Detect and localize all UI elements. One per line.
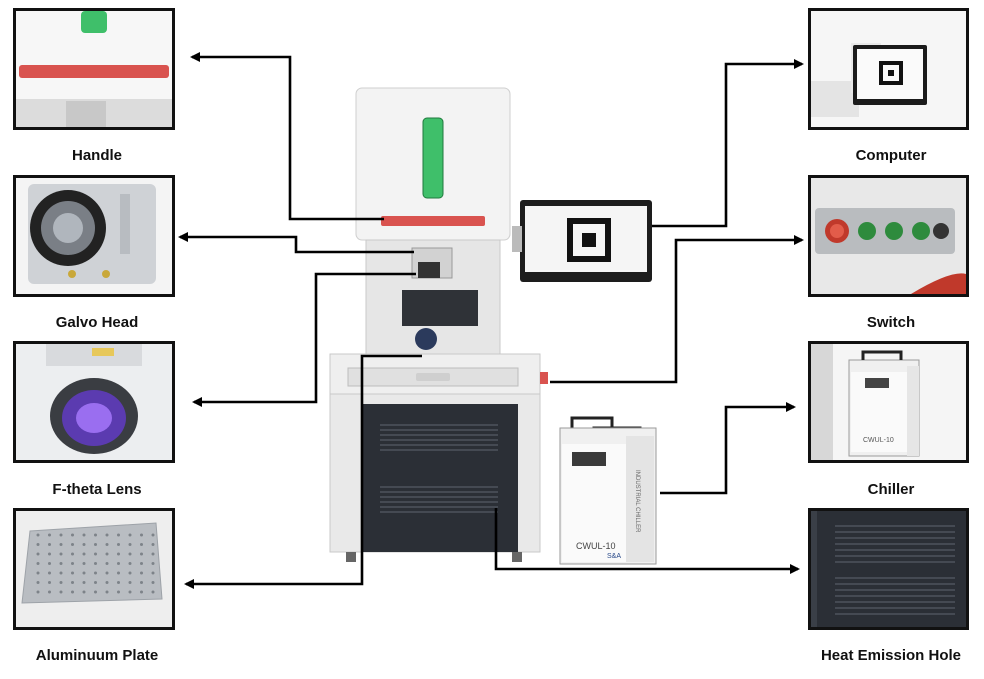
aluminum-plate-photo	[13, 508, 175, 630]
f-theta-lens-photo	[13, 341, 175, 463]
chiller-label: Chiller	[867, 481, 915, 498]
chiller-model-text: CWUL-10	[863, 437, 894, 444]
heat-emission-hole-photo	[808, 508, 969, 630]
chiller-unit: CWUL-10 S&A INDUSTRIAL CHILLER	[559, 416, 657, 565]
arrow-f-theta-lens	[192, 272, 416, 407]
galvo-head-label: Galvo Head	[55, 314, 139, 331]
aluminum-plate-label: Aluminuum Plate	[35, 647, 159, 664]
arrow-computer	[652, 59, 804, 228]
arrow-heat-emission-hole	[494, 508, 800, 574]
computer-label: Computer	[855, 147, 927, 164]
machine-handle	[381, 216, 485, 226]
galvo-head-photo	[13, 175, 175, 297]
arrow-switch	[550, 235, 804, 384]
arrow-chiller	[660, 402, 796, 495]
computer-photo	[808, 8, 969, 130]
handle-label: Handle	[71, 147, 122, 164]
switch-label: Switch	[866, 314, 916, 331]
chiller-unit-side-text: INDUSTRIAL CHILLER	[634, 470, 640, 533]
arrow-galvo-head	[178, 232, 414, 254]
handle-photo	[13, 8, 175, 130]
f-theta-lens-label: F-theta Lens	[52, 481, 142, 498]
heat-emission-hole-label: Heat Emission Hole	[820, 647, 962, 664]
chiller-unit-brand: S&A	[607, 553, 621, 560]
chiller-unit-model: CWUL-10	[576, 541, 616, 551]
chiller-photo: CWUL-10	[808, 341, 969, 463]
arrow-aluminum-plate	[184, 354, 422, 589]
switch-photo	[808, 175, 969, 297]
arrow-handle	[190, 52, 384, 221]
